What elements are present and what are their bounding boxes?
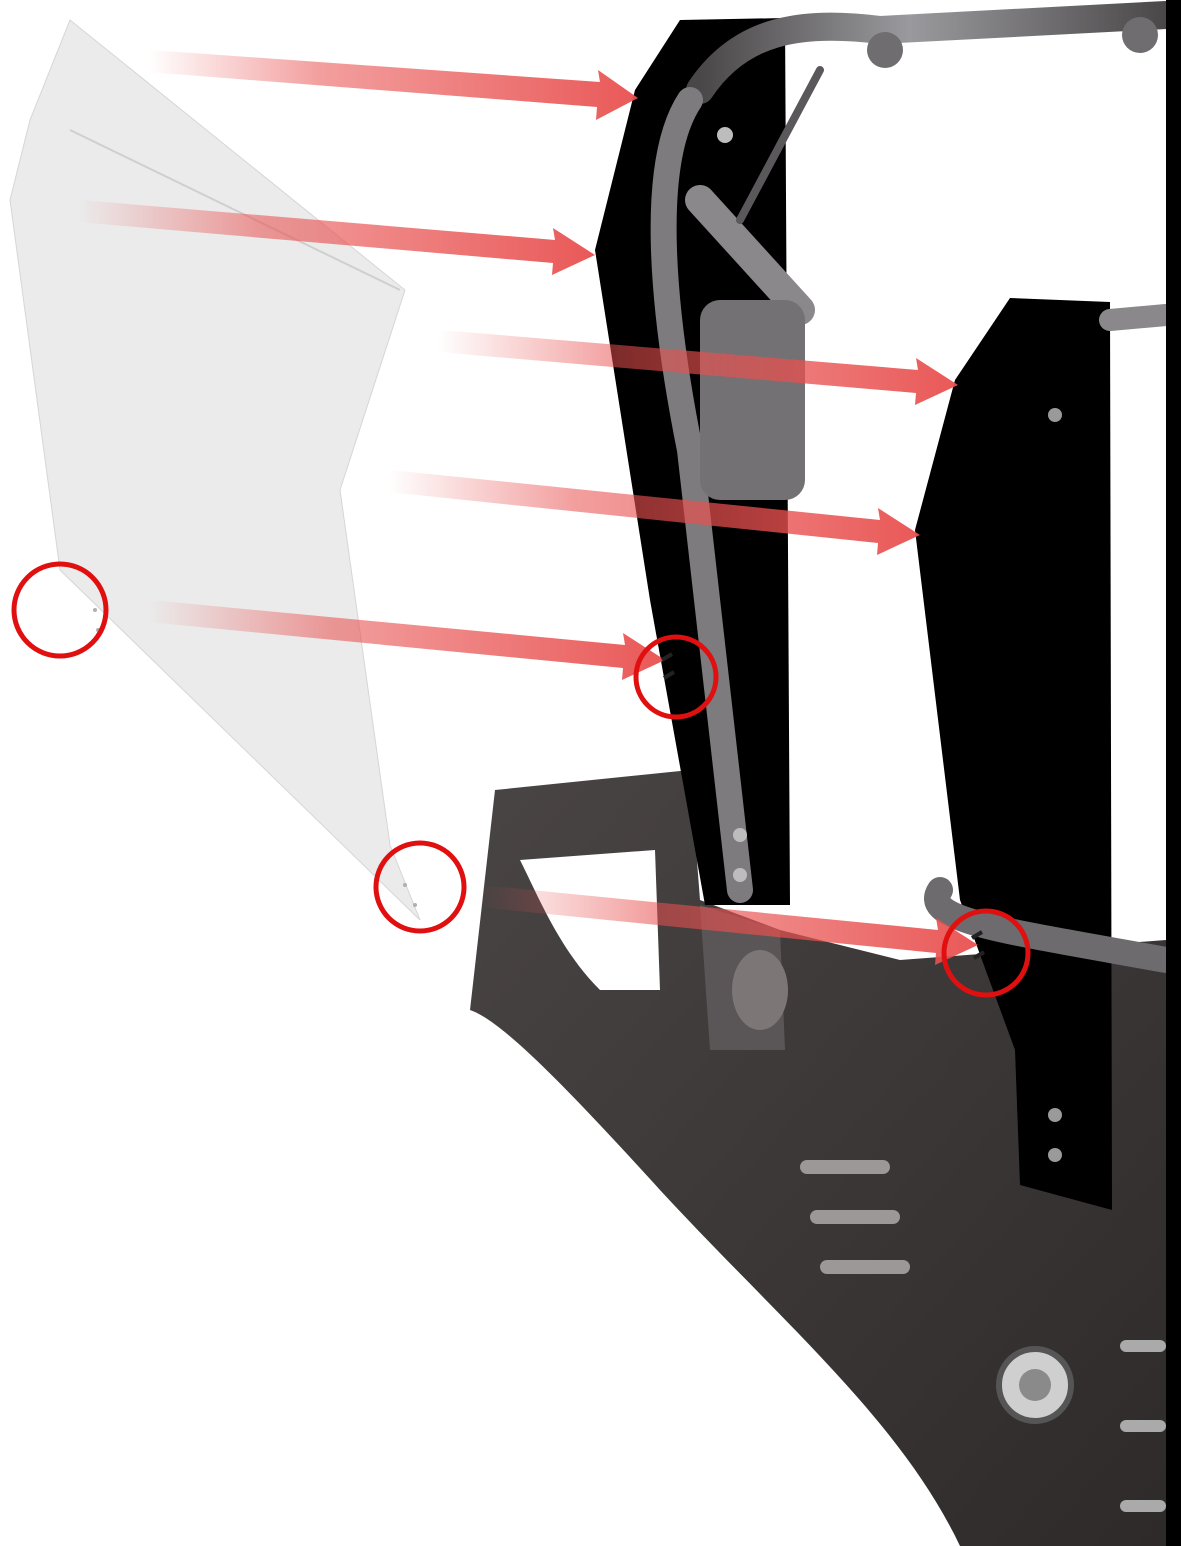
circle-rear-panel-tab [941, 908, 1031, 998]
circle-ghost-panel-edge [11, 561, 109, 659]
circle-ghost-panel-bottom [373, 840, 467, 934]
arrow-6 [478, 885, 978, 965]
circle-front-panel-tab [633, 634, 719, 720]
arrow-3 [438, 330, 958, 405]
highlight-circles [11, 561, 1031, 998]
right-edge-bar [1166, 0, 1181, 1546]
arrow-2 [78, 200, 595, 275]
ghost-door-panel [9, 19, 421, 921]
installation-arrows [78, 50, 978, 965]
arrow-4 [388, 470, 920, 555]
rear-black-panel [915, 298, 1112, 1210]
arrow-1 [148, 50, 638, 120]
arrow-5 [148, 600, 665, 680]
roll-cage-frame [650, 1, 1180, 973]
